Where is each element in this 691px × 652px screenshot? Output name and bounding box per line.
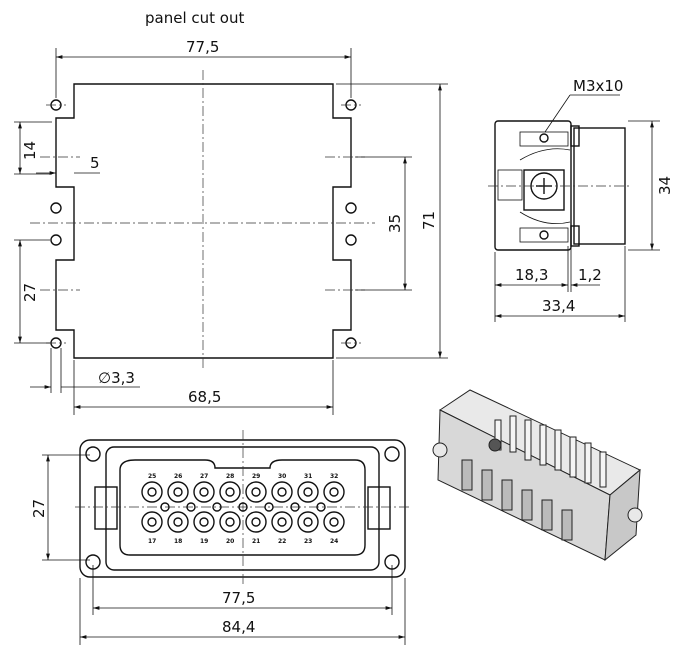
- contact-pin: [141, 511, 163, 533]
- panel-cutout-view: panel cut out 77,5 71 35 68,5 ∅3,3: [14, 9, 448, 415]
- coding-hole: [186, 502, 196, 512]
- cutout-outline: [55, 83, 352, 359]
- coding-hole: [160, 502, 170, 512]
- dim-5: 5: [90, 154, 100, 172]
- contact-pin-center: [303, 487, 313, 497]
- coding-hole: [290, 502, 300, 512]
- contact-pin: [271, 511, 293, 533]
- dim-77-5-front: 77,5: [222, 589, 255, 607]
- dim-27-front: 27: [30, 499, 48, 518]
- pin-number: 21: [252, 538, 260, 545]
- dim-hole-diameter: ∅3,3: [98, 369, 135, 387]
- coding-hole: [212, 502, 222, 512]
- contact-pin-center: [173, 487, 183, 497]
- contact-pin: [323, 481, 345, 503]
- pin-number: 23: [304, 538, 312, 545]
- pin-number: 19: [200, 538, 208, 545]
- contact-pin: [141, 481, 163, 503]
- contact-pin-center: [251, 487, 261, 497]
- dim-84-4: 84,4: [222, 618, 255, 636]
- dim-33-4: 33,4: [542, 297, 575, 315]
- contact-pin-center: [173, 517, 183, 527]
- contact-pins: 25 26 27 28 29 30 31 32 17 18 19 20 21 22 23 24: [141, 473, 345, 545]
- pin-number: 24: [330, 538, 338, 545]
- pin-number: 18: [174, 538, 182, 545]
- pin-number: 29: [252, 473, 260, 480]
- pin-number: 26: [174, 473, 182, 480]
- contact-pin: [245, 481, 267, 503]
- contact-pin-center: [329, 487, 339, 497]
- contact-pin-center: [225, 487, 235, 497]
- pin-number: 27: [200, 473, 208, 480]
- pin-number: 28: [226, 473, 234, 480]
- coding-hole: [316, 502, 326, 512]
- front-view: 25 26 27 28 29 30 31 32 17 18 19 20 21 22 23 24 27 77,5…: [30, 430, 410, 645]
- dim-77-5-cutout: 77,5: [186, 38, 219, 56]
- dim-71: 71: [420, 211, 438, 230]
- contact-pin: [297, 511, 319, 533]
- pin-number: 30: [278, 473, 286, 480]
- contact-pin: [245, 511, 267, 533]
- contact-pin: [271, 481, 293, 503]
- contact-pin: [297, 481, 319, 503]
- corner-screws: [85, 446, 400, 570]
- contact-pin: [167, 481, 189, 503]
- pin-number: 32: [330, 473, 338, 480]
- isometric-view: [432, 389, 643, 562]
- mounting-holes: [40, 99, 365, 349]
- contact-pin: [193, 511, 215, 533]
- contact-pin: [219, 481, 241, 503]
- contact-pin: [323, 511, 345, 533]
- contact-pin-center: [147, 517, 157, 527]
- coding-hole: [264, 502, 274, 512]
- contact-pin-center: [329, 517, 339, 527]
- contact-pin-center: [199, 487, 209, 497]
- coding-hole: [238, 502, 248, 512]
- dim-18-3: 18,3: [515, 266, 548, 284]
- contact-pin: [167, 511, 189, 533]
- contact-pin-center: [303, 517, 313, 527]
- side-view: M3x10 34 18,3 1,2 33,4: [488, 77, 674, 322]
- contact-pin-center: [147, 487, 157, 497]
- contact-pin: [193, 481, 215, 503]
- panel-cutout-title: panel cut out: [145, 9, 244, 27]
- contact-pin-center: [277, 487, 287, 497]
- screw-label: M3x10: [573, 77, 623, 95]
- pin-number: 22: [278, 538, 286, 545]
- dim-34: 34: [656, 176, 674, 195]
- pin-number: 20: [226, 538, 234, 545]
- contact-pin-center: [277, 517, 287, 527]
- contact-pin-center: [199, 517, 209, 527]
- contact-pin-center: [251, 517, 261, 527]
- pin-number: 31: [304, 473, 312, 480]
- pin-number: 25: [148, 473, 156, 480]
- dim-35: 35: [386, 214, 404, 233]
- dim-68-5: 68,5: [188, 388, 221, 406]
- dim-14: 14: [21, 141, 39, 160]
- dim-27-cutout: 27: [21, 283, 39, 302]
- contact-pin: [219, 511, 241, 533]
- contact-pin-center: [225, 517, 235, 527]
- pin-number: 17: [148, 538, 156, 545]
- dim-1-2: 1,2: [578, 266, 602, 284]
